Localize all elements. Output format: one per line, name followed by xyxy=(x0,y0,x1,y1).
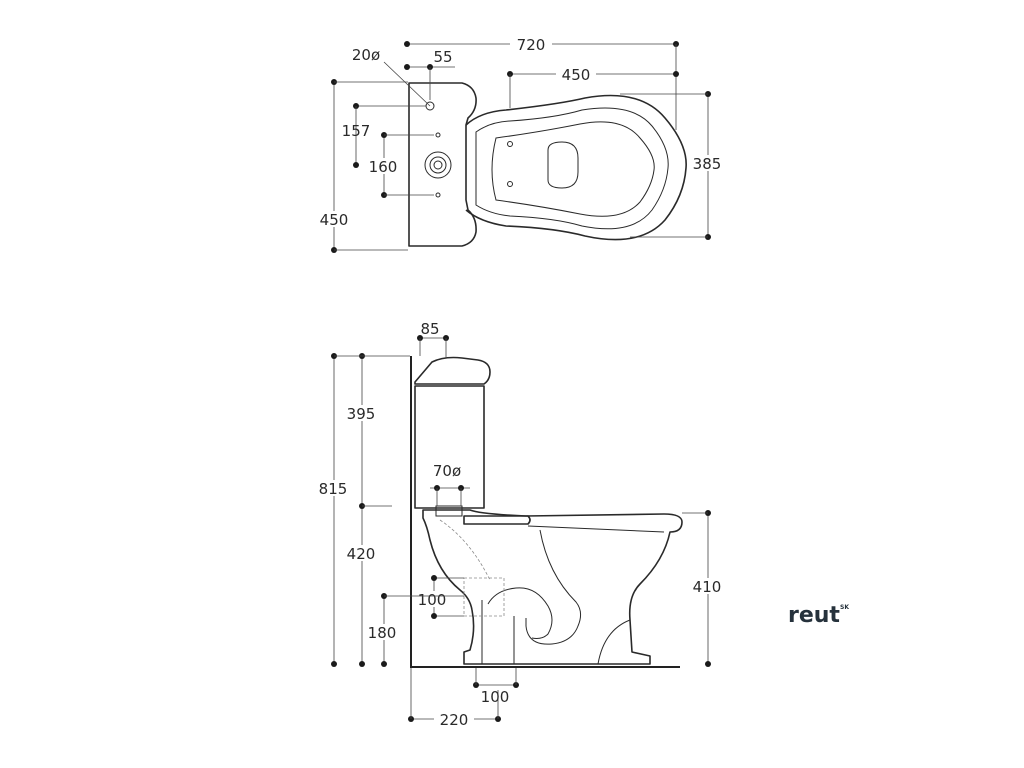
dim-160-label: 160 xyxy=(369,158,398,176)
cistern-top-outline xyxy=(408,82,477,247)
brand-superscript: SK xyxy=(840,604,849,611)
dim-220-label: 220 xyxy=(440,711,469,729)
dim-815-label: 815 xyxy=(319,480,348,498)
dim-157-label: 157 xyxy=(342,122,371,140)
top-view: 720 450 20ø 55 157 160 450 xyxy=(314,36,728,253)
outlet-pipe xyxy=(481,600,515,664)
dim-55-label: 55 xyxy=(433,48,452,66)
flush-fitting-inner xyxy=(429,156,447,174)
dim-450-bowl-label: 450 xyxy=(562,66,591,84)
brand-logo: reut SK xyxy=(788,603,849,628)
bowl-side-outline xyxy=(422,509,683,665)
dim-385-label: 385 xyxy=(693,155,722,173)
dim-100-outlet-label: 100 xyxy=(418,591,447,609)
bowl-base-inner xyxy=(597,619,631,665)
rim-line xyxy=(527,525,665,533)
flush-fitting-core xyxy=(433,160,443,170)
dim-420-label: 420 xyxy=(347,545,376,563)
dim-450-depth-label: 450 xyxy=(320,211,349,229)
dim-395-label: 395 xyxy=(347,405,376,423)
hidden-outlet-zone xyxy=(463,577,505,617)
fixing-hole xyxy=(435,192,441,198)
dim-100-floor-label: 100 xyxy=(481,688,510,706)
dim-70-diameter-label: 70ø xyxy=(433,462,461,480)
brand-name: reut xyxy=(788,603,840,628)
side-view: 85 395 420 815 70ø 100 180 xyxy=(314,320,728,729)
dim-20-diameter-label: 20ø xyxy=(352,46,380,64)
cistern-body xyxy=(414,385,485,509)
outlet-70-marker xyxy=(435,505,463,517)
seat-side xyxy=(463,515,531,525)
flush-fitting-outer xyxy=(424,151,452,179)
bowl-top-outline xyxy=(465,94,687,241)
seat-inner-outline xyxy=(475,107,669,230)
cistern-lid xyxy=(414,356,491,385)
dim-180-label: 180 xyxy=(368,624,397,642)
wall-and-floor xyxy=(410,356,680,668)
fixing-hole xyxy=(435,132,441,138)
hidden-flush-pipe xyxy=(439,519,491,581)
bowl-inner-outline xyxy=(491,121,655,217)
seat-hinge-hole xyxy=(507,181,513,187)
trapway-inner xyxy=(487,587,553,639)
drain-outline xyxy=(547,141,579,189)
seat-hinge-hole xyxy=(507,141,513,147)
trapway-outer xyxy=(525,529,582,645)
dim-85-label: 85 xyxy=(420,320,439,338)
dim-720-label: 720 xyxy=(517,36,546,54)
dim-410-label: 410 xyxy=(693,578,722,596)
